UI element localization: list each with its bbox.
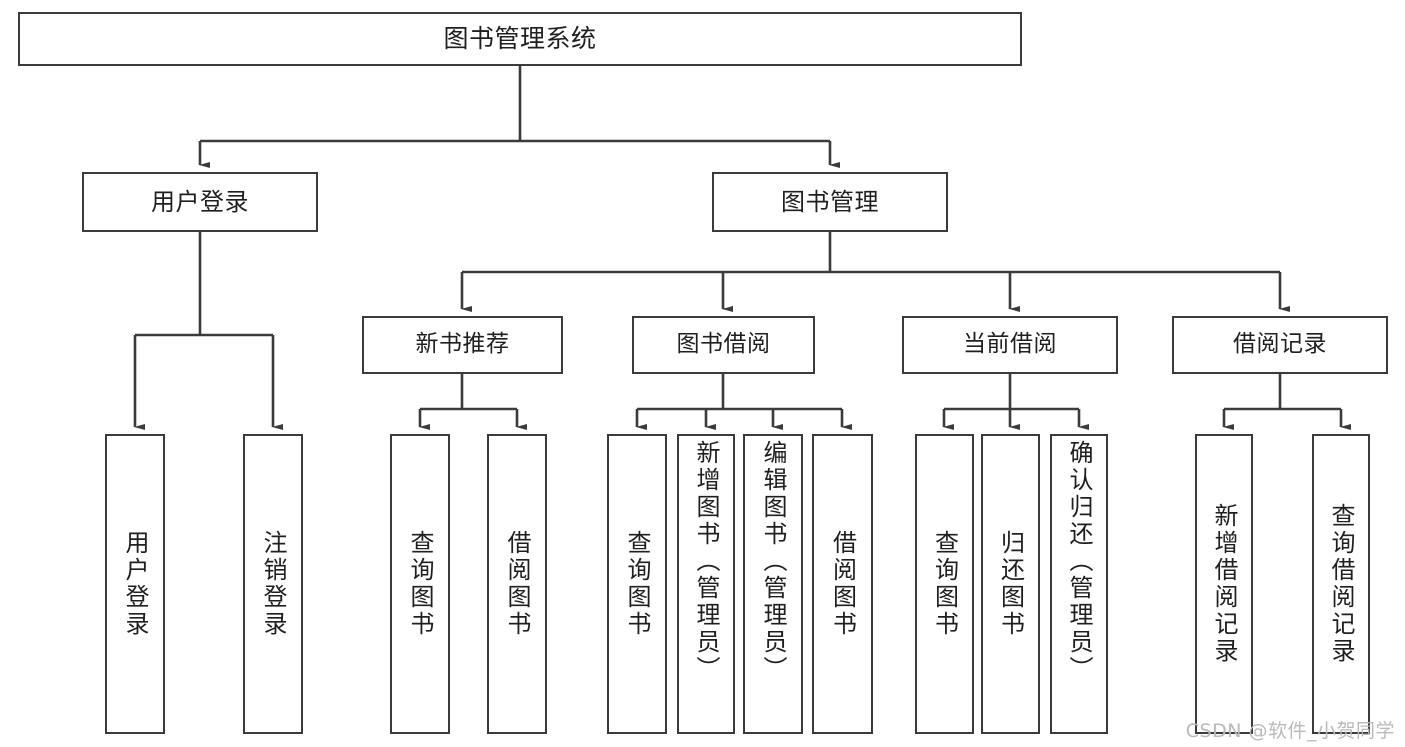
leaf-new-book-query[interactable]: 查询图书 — [390, 434, 450, 734]
leaf-user-login-signout[interactable]: 注销登录 — [243, 434, 303, 734]
leaf-book-borrow-add[interactable]: 新增图书（管理员） — [677, 434, 735, 734]
node-label: 用户登录 — [151, 187, 249, 216]
node-label: 图书借阅 — [676, 331, 771, 358]
node-label: 当前借阅 — [963, 331, 1057, 358]
node-new-book-recommend[interactable]: 新书推荐 — [362, 316, 563, 374]
leaf-current-borrow-confirm-return[interactable]: 确认归还（管理员） — [1050, 434, 1108, 734]
leaf-current-borrow-return[interactable]: 归还图书 — [981, 434, 1040, 734]
node-label: 查询图书 — [623, 530, 651, 638]
node-root-system[interactable]: 图书管理系统 — [18, 12, 1022, 66]
node-borrow-record[interactable]: 借阅记录 — [1172, 316, 1388, 374]
node-label: 借阅图书 — [828, 530, 857, 638]
node-label: 新增借阅记录 — [1210, 503, 1238, 665]
node-label: 注销登录 — [259, 530, 287, 638]
node-label: 借阅图书 — [503, 530, 531, 638]
leaf-current-borrow-query[interactable]: 查询图书 — [915, 434, 974, 734]
node-label: 归还图书 — [996, 530, 1025, 638]
leaf-book-borrow-edit[interactable]: 编辑图书（管理员） — [743, 434, 803, 734]
node-label: 用户登录 — [121, 530, 149, 638]
leaf-book-borrow-query[interactable]: 查询图书 — [607, 434, 667, 734]
node-label: 图书管理 — [781, 187, 879, 216]
node-label: 查询图书 — [406, 530, 434, 638]
node-user-login[interactable]: 用户登录 — [82, 172, 318, 232]
leaf-user-login-signin[interactable]: 用户登录 — [105, 434, 165, 734]
node-label: 图书管理系统 — [443, 24, 597, 54]
node-label: 查询图书 — [930, 530, 959, 638]
leaf-borrow-record-query[interactable]: 查询借阅记录 — [1312, 434, 1370, 734]
leaf-book-borrow-borrow[interactable]: 借阅图书 — [812, 434, 873, 734]
node-book-borrow[interactable]: 图书借阅 — [632, 316, 815, 374]
watermark-text: CSDN @软件_小贺同学 — [1185, 720, 1395, 742]
node-label: 查询借阅记录 — [1327, 503, 1355, 665]
leaf-borrow-record-add[interactable]: 新增借阅记录 — [1195, 434, 1253, 734]
node-current-borrow[interactable]: 当前借阅 — [902, 316, 1118, 374]
node-label: 编辑图书（管理员） — [759, 440, 787, 683]
node-label: 确认归还（管理员） — [1065, 440, 1093, 683]
leaf-new-book-borrow[interactable]: 借阅图书 — [487, 434, 547, 734]
node-label: 新书推荐 — [415, 331, 510, 358]
node-label: 借阅记录 — [1233, 331, 1327, 358]
node-label: 新增图书（管理员） — [692, 440, 720, 683]
node-book-management[interactable]: 图书管理 — [712, 172, 948, 232]
